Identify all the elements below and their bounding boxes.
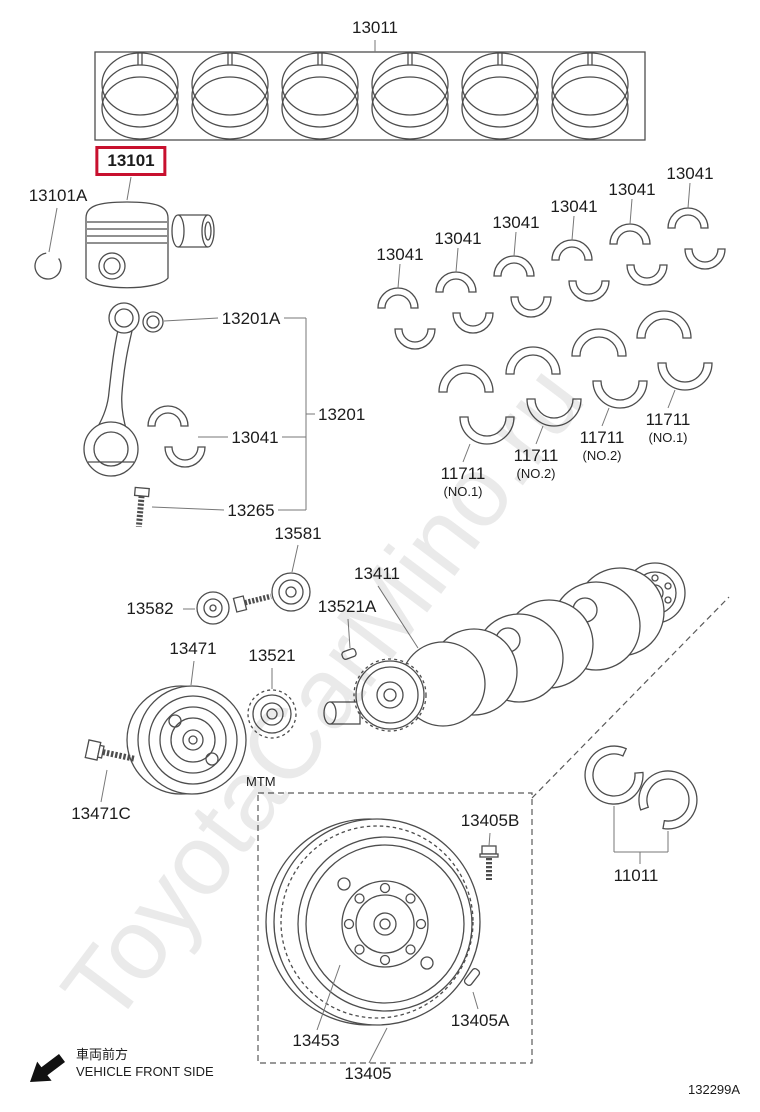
part-label-13041-rod: 13041 <box>231 428 279 447</box>
piston-rings-set <box>94 51 646 141</box>
part-label-13582: 13582 <box>126 599 174 618</box>
diagram-code: 132299A <box>688 1082 741 1097</box>
crank-pulley <box>126 685 247 795</box>
plate-bolt <box>232 593 272 613</box>
part-label-13405B: 13405B <box>460 811 520 830</box>
part-label-13041-4: 13041 <box>550 197 598 216</box>
part-label-13041-5: 13041 <box>608 180 656 199</box>
vehicle-front-label-en: VEHICLE FRONT SIDE <box>76 1064 214 1079</box>
part-label-13101A: 13101A <box>28 186 88 205</box>
vehicle-front-label-jp: 車両前方 <box>76 1047 129 1062</box>
part-label-13041-1: 13041 <box>376 245 424 264</box>
thrust-washers <box>577 739 709 841</box>
snap-ring <box>34 252 62 280</box>
part-label-13405A: 13405A <box>450 1011 510 1030</box>
bearing-position: (NO.2) <box>582 448 622 463</box>
bearing-position: (NO.1) <box>648 430 688 445</box>
part-label-13265: 13265 <box>227 501 275 520</box>
part-label-13521: 13521 <box>248 646 296 665</box>
vehicle-front-arrow <box>30 1054 65 1082</box>
mtm-option-outline <box>257 596 730 1064</box>
flywheel <box>265 818 481 1026</box>
idler-13581 <box>271 572 311 612</box>
part-label-13471: 13471 <box>169 639 217 658</box>
part-label-13471C: 13471C <box>71 804 131 823</box>
part-label-13041-2: 13041 <box>434 229 482 248</box>
leader-lines <box>48 40 691 1064</box>
piston <box>85 201 169 289</box>
mtm-label: MTM <box>246 774 276 789</box>
part-number: 11711 <box>645 410 691 429</box>
part-label-11011: 11011 <box>613 866 659 885</box>
bearing-position: (NO.2) <box>516 466 556 481</box>
dowel-pin <box>463 968 481 986</box>
piston-pin <box>171 214 215 248</box>
part-label-13201: 13201 <box>318 405 366 424</box>
connecting-rod <box>83 302 140 477</box>
bearing-position: (NO.1) <box>443 484 483 499</box>
crank-key <box>341 648 357 660</box>
rod-bearing-shells <box>148 406 205 467</box>
part-label-11711-1: 11711 (NO.1) <box>441 464 486 499</box>
rod-bearings-group <box>378 208 725 349</box>
timing-sprocket <box>247 689 297 739</box>
rod-bolt <box>133 486 150 528</box>
part-number: 11711 <box>579 428 625 447</box>
part-label-11711-3: 11711 (NO.2) <box>580 428 625 463</box>
part-label-13041-3: 13041 <box>492 213 540 232</box>
plate-13582 <box>196 591 230 625</box>
part-label-13581: 13581 <box>274 524 322 543</box>
part-label-13101-highlighted: 13101 <box>95 146 167 176</box>
part-label-11711-2: 11711 (NO.2) <box>514 446 559 481</box>
part-number: 11711 <box>440 464 486 483</box>
part-label-11711-4: 11711 (NO.1) <box>646 410 691 445</box>
part-number: 11711 <box>513 446 559 465</box>
flywheel-bolt <box>479 845 499 880</box>
crankshaft <box>323 562 686 732</box>
pulley-bolt <box>84 739 135 762</box>
part-label-13405: 13405 <box>344 1064 392 1083</box>
part-label-13521A: 13521A <box>317 597 377 616</box>
part-label-13453: 13453 <box>292 1031 340 1050</box>
rod-bushing <box>142 311 164 333</box>
part-label-13201A: 13201A <box>221 309 281 328</box>
part-label-13011: 13011 <box>351 18 399 37</box>
part-label-13411: 13411 <box>353 564 401 583</box>
part-label-13041-6: 13041 <box>666 164 714 183</box>
